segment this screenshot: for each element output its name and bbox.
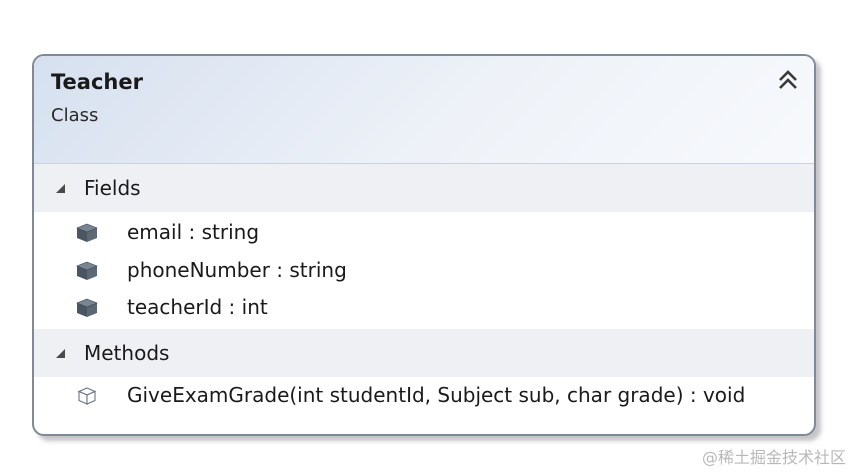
field-item[interactable]: email : string <box>34 214 814 252</box>
methods-section-label: Methods <box>84 340 170 365</box>
fields-list: email : string phoneNumber : string <box>34 212 814 329</box>
field-icon <box>76 223 98 242</box>
class-kind: Class <box>51 105 99 126</box>
field-icon <box>76 298 98 317</box>
watermark: @稀土掘金技术社区 <box>701 448 846 467</box>
field-item[interactable]: teacherId : int <box>34 289 814 327</box>
double-chevron-up-icon <box>779 70 797 89</box>
class-shape[interactable]: Teacher Class Fields <box>32 54 816 436</box>
fields-section-label: Fields <box>84 176 141 200</box>
methods-section-header[interactable]: Methods <box>34 328 814 377</box>
class-header[interactable]: Teacher Class <box>34 56 814 164</box>
field-text: phoneNumber : string <box>127 257 347 282</box>
method-icon <box>77 386 97 405</box>
fields-section-header[interactable]: Fields <box>34 164 814 212</box>
class-name: Teacher <box>51 70 143 94</box>
field-text: email : string <box>127 220 260 244</box>
field-icon <box>76 261 98 280</box>
collapse-button[interactable] <box>776 68 800 92</box>
expanded-triangle-icon[interactable] <box>54 347 66 359</box>
field-text: teacherId : int <box>127 295 268 319</box>
field-item[interactable]: phoneNumber : string <box>34 252 814 290</box>
expanded-triangle-icon[interactable] <box>54 182 66 194</box>
method-text: GiveExamGrade(int studentId, Subject sub… <box>127 382 746 407</box>
method-item[interactable]: GiveExamGrade(int studentId, Subject sub… <box>34 377 814 415</box>
methods-list: GiveExamGrade(int studentId, Subject sub… <box>34 377 814 415</box>
